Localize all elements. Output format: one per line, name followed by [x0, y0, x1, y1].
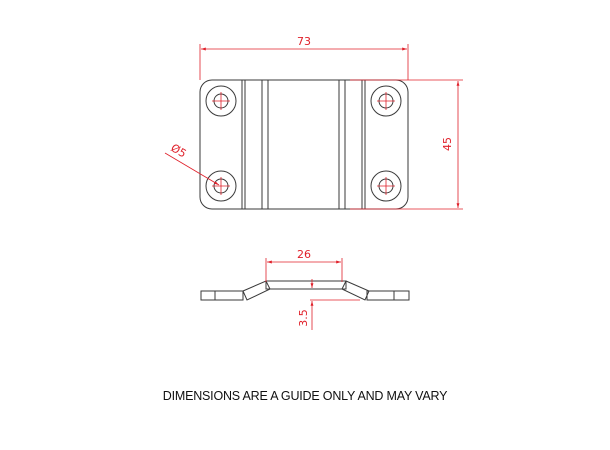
top-view: 73 45 Ø5	[164, 35, 463, 210]
hole-bottom-right	[370, 170, 402, 202]
hole-top-right	[370, 85, 402, 117]
flat-width-label: 26	[297, 248, 311, 261]
dimension-width: 73	[199, 35, 409, 80]
dimension-hole-diameter: Ø5	[164, 141, 220, 186]
dimension-offset: 3.5	[297, 279, 360, 330]
side-view: 26 3.5	[200, 248, 410, 330]
offset-label: 3.5	[297, 309, 310, 327]
width-label: 73	[297, 35, 311, 48]
dimension-flat-width: 26	[265, 248, 343, 282]
height-label: 45	[441, 137, 454, 151]
hole-bottom-left	[205, 170, 237, 202]
plate-outline	[199, 79, 409, 210]
disclaimer-note: DIMENSIONS ARE A GUIDE ONLY AND MAY VARY	[162, 389, 448, 403]
hole-top-left	[205, 85, 237, 117]
hole-diameter-label: Ø5	[169, 141, 189, 160]
dimension-height: 45	[350, 79, 463, 210]
